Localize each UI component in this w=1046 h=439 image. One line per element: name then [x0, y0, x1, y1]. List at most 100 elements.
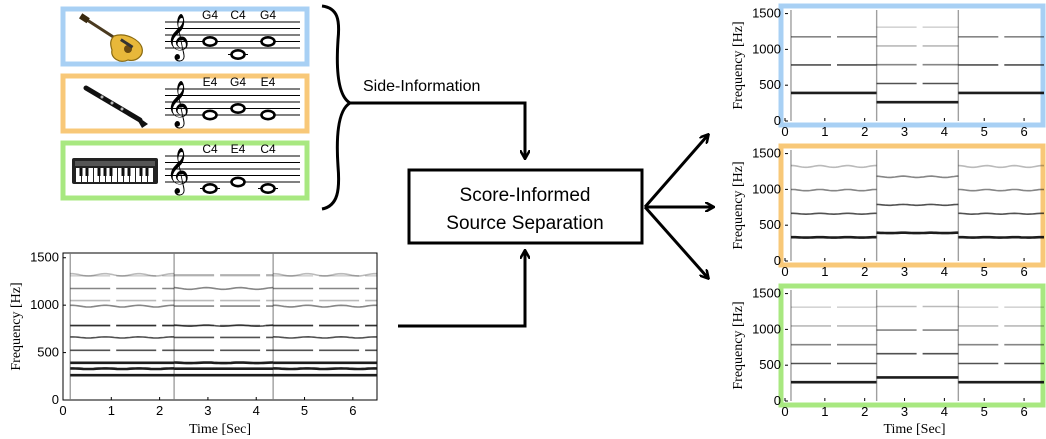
x-tick-label: 4 — [941, 404, 948, 419]
x-tick-label: 5 — [981, 404, 988, 419]
separation-process-box — [407, 168, 644, 245]
y-tick-label: 500 — [759, 217, 781, 232]
whole-note — [230, 103, 246, 115]
clarinet-score-box — [60, 73, 310, 134]
x-tick-label: 4 — [941, 124, 948, 139]
harmonic-track — [958, 212, 1044, 216]
y-tick-label: 1500 — [752, 146, 781, 161]
harmonic-track — [174, 361, 274, 365]
x-tick-label: 5 — [301, 403, 308, 418]
guitar-staff: 𝄞 G4 C4 G4 — [165, 8, 300, 62]
note-name-label: C4 — [230, 8, 246, 22]
y-tick-label: 1000 — [752, 181, 781, 196]
y-tick-label: 500 — [37, 345, 59, 360]
x-tick-label: 3 — [204, 403, 211, 418]
x-axis-label: Time [Sec] — [883, 422, 945, 437]
x-tick-label: 6 — [1020, 404, 1027, 419]
mixture-arrow — [398, 251, 525, 328]
x-tick-label: 4 — [253, 403, 260, 418]
harmonic-track — [273, 335, 377, 339]
score-brace — [321, 4, 353, 211]
x-axis-label: Time [Sec] — [189, 422, 251, 437]
x-tick-label: 2 — [156, 403, 163, 418]
harmonic-track — [958, 188, 1044, 192]
keyboard-icon — [72, 158, 158, 184]
process-box-line2: Source Separation — [446, 213, 603, 234]
x-tick-label: 3 — [901, 124, 908, 139]
x-tick-label: 2 — [861, 124, 868, 139]
note-name-label: C4 — [260, 142, 276, 156]
whole-note — [202, 35, 218, 47]
x-tick-label: 2 — [861, 264, 868, 279]
harmonic-track — [791, 188, 877, 192]
note-name-label: E4 — [203, 75, 218, 89]
whole-note — [202, 183, 218, 195]
x-tick-label: 5 — [981, 264, 988, 279]
y-tick-label: 1000 — [752, 41, 781, 56]
x-tick-label: 4 — [941, 264, 948, 279]
x-tick-label: 2 — [861, 404, 868, 419]
x-tick-label: 1 — [821, 124, 828, 139]
process-box-line1: Score-Informed — [460, 185, 591, 206]
x-tick-label: 0 — [781, 404, 788, 419]
harmonic-track — [791, 212, 877, 216]
harmonic-track — [174, 324, 274, 327]
output-arrow-keyboard — [643, 206, 708, 278]
note-name-label: G4 — [260, 8, 276, 22]
whole-note — [230, 48, 246, 60]
side-info-arrow — [350, 101, 525, 158]
harmonic-track — [273, 304, 377, 308]
y-tick-label: 1000 — [752, 321, 781, 336]
y-tick-label: 0 — [774, 253, 781, 268]
x-tick-label: 0 — [781, 124, 788, 139]
harmonic-track — [876, 203, 959, 207]
y-tick-label: 0 — [774, 113, 781, 128]
y-tick-label: 1500 — [30, 250, 59, 265]
x-tick-label: 6 — [1020, 264, 1027, 279]
whole-note — [230, 176, 246, 188]
side-information-label: Side-Information — [363, 78, 480, 95]
x-tick-label: 0 — [781, 264, 788, 279]
y-tick-label: 0 — [52, 392, 59, 407]
harmonic-track — [70, 335, 175, 339]
note-name-label: C4 — [202, 142, 218, 156]
harmonic-track — [791, 164, 877, 169]
x-tick-label: 1 — [821, 264, 828, 279]
harmonic-track — [70, 304, 175, 308]
y-tick-label: 0 — [774, 393, 781, 408]
y-tick-label: 500 — [759, 77, 781, 92]
y-axis-label: Frequency [Hz] — [9, 282, 24, 370]
harmonic-track — [70, 272, 175, 277]
clarinet-icon — [83, 85, 148, 128]
x-tick-label: 6 — [1020, 124, 1027, 139]
electric-guitar-icon — [79, 13, 143, 62]
source-panel-border — [778, 283, 1046, 408]
x-tick-label: 5 — [981, 124, 988, 139]
note-name-label: G4 — [230, 75, 246, 89]
treble-clef: 𝄞 — [166, 14, 190, 62]
treble-clef: 𝄞 — [166, 81, 190, 129]
note-name-label: G4 — [202, 8, 218, 22]
y-axis-label: Frequency [Hz] — [731, 301, 746, 389]
harmonic-track — [174, 286, 274, 291]
whole-note — [260, 183, 276, 195]
x-tick-label: 3 — [901, 404, 908, 419]
harmonic-track — [273, 367, 377, 371]
whole-note — [202, 109, 218, 121]
treble-clef: 𝄞 — [166, 148, 190, 196]
x-tick-label: 6 — [349, 403, 356, 418]
harmonic-track — [958, 164, 1044, 169]
y-axis-label: Frequency [Hz] — [731, 161, 746, 249]
whole-note — [260, 35, 276, 47]
x-tick-label: 0 — [59, 403, 66, 418]
y-tick-label: 1500 — [752, 286, 781, 301]
whole-note — [260, 109, 276, 121]
x-tick-label: 1 — [108, 403, 115, 418]
y-axis-label: Frequency [Hz] — [731, 21, 746, 109]
y-tick-label: 1500 — [752, 6, 781, 21]
